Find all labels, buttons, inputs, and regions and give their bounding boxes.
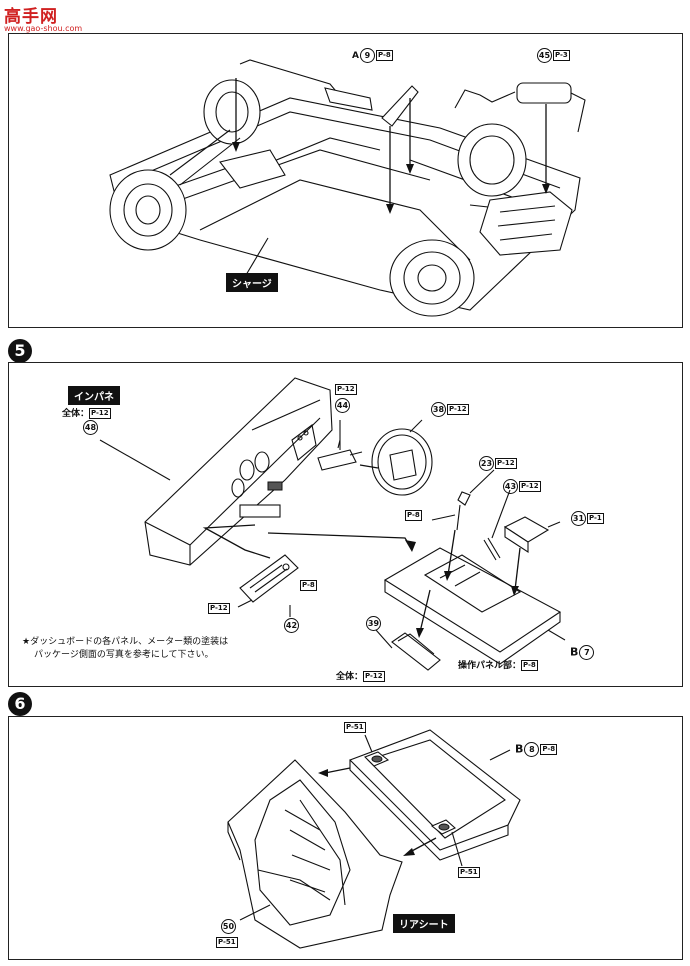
paint-12-a: P-12 bbox=[208, 603, 230, 614]
callout-39: 39 bbox=[365, 616, 382, 631]
control-panel-label: 操作パネル部：P-8 bbox=[458, 658, 538, 671]
callout-45-num: 45 bbox=[537, 48, 552, 63]
callout-50: 50 bbox=[220, 919, 237, 934]
control-panel-text: 操作パネル部： bbox=[458, 661, 522, 671]
callout-43-num: 43 bbox=[503, 479, 518, 494]
callout-31-num: 31 bbox=[571, 511, 586, 526]
callout-50-num: 50 bbox=[221, 919, 236, 934]
paint-51-top: P-51 bbox=[344, 722, 366, 733]
paint-note-line2: パッケージ側面の写真を参考にして下さい。 bbox=[34, 650, 214, 660]
callout-31-paint: P-1 bbox=[587, 513, 604, 524]
paint-51-top-box: P-51 bbox=[344, 722, 366, 733]
step5-panel bbox=[8, 362, 683, 687]
paint-8-a-box: P-8 bbox=[405, 510, 422, 521]
paint-51-mid: P-51 bbox=[458, 867, 480, 878]
paint-note-line1: ★ダッシュボードの各パネル、メーター類の塗装は bbox=[22, 637, 229, 647]
part-b7-prefix: B bbox=[570, 645, 579, 659]
callout-44-num: 44 bbox=[335, 398, 350, 413]
part-b7-num: 7 bbox=[579, 645, 595, 660]
whole-paint-2: P-12 bbox=[363, 671, 385, 682]
callout-a9-num: 9 bbox=[359, 48, 375, 63]
callout-a9-prefix: A bbox=[352, 51, 359, 61]
callout-42: 42 bbox=[283, 618, 300, 633]
step5-number: 5 bbox=[8, 339, 32, 363]
callout-38-paint: P-12 bbox=[447, 404, 469, 415]
paint-8-b-box: P-8 bbox=[300, 580, 317, 591]
paint-51-mid-box: P-51 bbox=[458, 867, 480, 878]
part-b8-prefix: B bbox=[515, 742, 524, 756]
whole-paint: P-12 bbox=[89, 408, 111, 419]
paint-8-b: P-8 bbox=[300, 580, 317, 591]
callout-48: 48 bbox=[82, 420, 99, 435]
part-b8-paint: P-8 bbox=[540, 744, 558, 755]
paint-8-a: P-8 bbox=[405, 510, 422, 521]
callout-43-paint: P-12 bbox=[519, 481, 541, 492]
callout-23-paint: P-12 bbox=[495, 458, 517, 469]
callout-44-paint-box: P-12 bbox=[335, 384, 357, 395]
step6-number: 6 bbox=[8, 692, 32, 716]
whole-label: 全体： bbox=[62, 409, 90, 419]
whole-paint-label-2: 全体：P-12 bbox=[336, 669, 385, 682]
callout-39-num: 39 bbox=[366, 616, 381, 631]
callout-44: 44 bbox=[334, 398, 351, 413]
callout-48-num: 48 bbox=[83, 420, 98, 435]
whole-paint-label: 全体：P-12 bbox=[62, 406, 111, 419]
watermark-logo: 高手网 www.gao-shou.com bbox=[4, 2, 82, 33]
callout-50-paint: P-51 bbox=[216, 937, 238, 948]
callout-44-paint: P-12 bbox=[335, 384, 357, 395]
watermark-url: www.gao-shou.com bbox=[4, 24, 83, 33]
paint-12-a-box: P-12 bbox=[208, 603, 230, 614]
paint-note: ★ダッシュボードの各パネル、メーター類の塗装は パッケージ側面の写真を参考にして… bbox=[22, 636, 228, 662]
watermark-logo-text: 高手网 bbox=[4, 7, 58, 27]
whole-label-2: 全体： bbox=[336, 672, 364, 682]
callout-a9-paint: P-8 bbox=[375, 50, 393, 61]
callout-42-num: 42 bbox=[284, 618, 299, 633]
callout-23-num: 23 bbox=[479, 456, 494, 471]
part-b8-num: 8 bbox=[524, 742, 540, 757]
callout-45-paint: P-3 bbox=[553, 50, 570, 61]
instrument-panel-tag: インパネ bbox=[68, 386, 120, 405]
callout-38-num: 38 bbox=[431, 402, 446, 417]
rear-seat-tag: リアシート bbox=[393, 914, 455, 933]
callout-50-paint-box: P-51 bbox=[216, 937, 238, 948]
control-panel-paint: P-8 bbox=[521, 660, 538, 671]
chassis-tag: シャージ bbox=[226, 273, 278, 292]
